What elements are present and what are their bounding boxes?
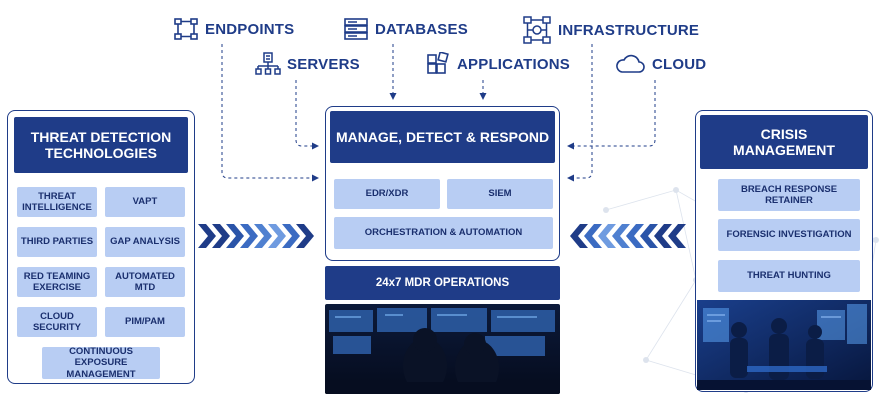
chevron-right-arrows [198,224,314,248]
source-endpoints-label: ENDPOINTS [205,20,295,38]
item-siem: SIEM [447,179,553,209]
item-orchestration: ORCHESTRATION & AUTOMATION [334,217,553,249]
item-forensic-investigation: FORENSIC INVESTIGATION [718,219,860,251]
item-vapt: VAPT [105,187,185,217]
source-infrastructure-label: INFRASTRUCTURE [558,21,700,39]
source-servers-label: SERVERS [287,55,360,73]
source-servers: SERVERS [255,52,360,76]
app-grid-icon [425,51,451,76]
item-edr-xdr: EDR/XDR [334,179,440,209]
mdr-title: MANAGE, DETECT & RESPOND [330,111,555,163]
source-applications: APPLICATIONS [425,51,570,76]
item-red-teaming: RED TEAMING EXERCISE [17,267,97,297]
server-network-icon [255,52,281,76]
crisis-title-line2: MANAGEMENT [733,142,835,158]
source-cloud: CLOUD [614,52,706,76]
mdr-panel: MANAGE, DETECT & RESPOND EDR/XDR SIEM OR… [325,106,560,261]
threat-detection-title-line2: TECHNOLOGIES [44,145,157,161]
threat-detection-panel: THREAT DETECTION TECHNOLOGIES THREAT INT… [7,110,195,384]
item-cloud-security: CLOUD SECURITY [17,307,97,337]
source-cloud-label: CLOUD [652,55,707,73]
item-pim-pam: PIM/PAM [105,307,185,337]
crisis-title-line1: CRISIS [760,125,808,142]
item-gap-analysis: GAP ANALYSIS [105,227,185,257]
crisis-team-image [697,300,871,390]
infrastructure-icon [522,15,552,45]
source-applications-label: APPLICATIONS [457,55,570,73]
item-automated-mtd: AUTOMATED MTD [105,267,185,297]
item-breach-response: BREACH RESPONSE RETAINER [718,179,860,211]
item-threat-intelligence: THREAT INTELLIGENCE [17,187,97,217]
item-third-parties: THIRD PARTIES [17,227,97,257]
item-threat-hunting: THREAT HUNTING [718,260,860,292]
source-databases: DATABASES [343,17,468,41]
item-continuous-exposure: CONTINUOUS EXPOSURE MANAGEMENT [42,346,160,380]
cloud-icon [614,52,646,76]
crisis-management-title: CRISIS MANAGEMENT [700,115,868,169]
threat-detection-title-line1: THREAT DETECTION [30,128,172,145]
database-server-icon [343,17,369,41]
source-endpoints: ENDPOINTS [173,17,294,41]
chevron-left-arrows [570,224,686,248]
threat-detection-title: THREAT DETECTION TECHNOLOGIES [14,117,188,173]
soc-operations-image [325,304,560,394]
mdr-operations-bar: 24x7 MDR OPERATIONS [325,266,560,300]
network-nodes-icon [173,17,199,41]
source-infrastructure: INFRASTRUCTURE [522,15,699,45]
source-databases-label: DATABASES [375,20,468,38]
